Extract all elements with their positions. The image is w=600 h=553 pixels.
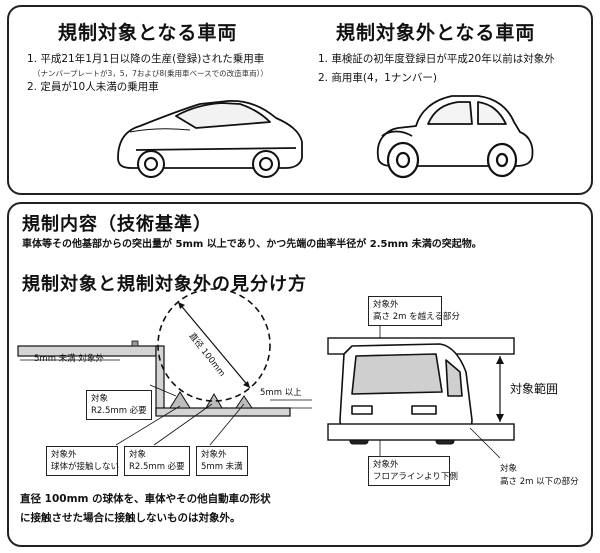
regulated-item-2-num: 2. [27, 81, 38, 93]
exempt-item-1-num: 1. [318, 53, 329, 65]
regulated-item-2: 2. 定員が10人未満の乗用車 [27, 80, 159, 94]
regulated-item-1-text: 平成21年1月1日以降の生産(登録)された乗用車 [40, 53, 265, 65]
exempt-vehicles-title: 規制対象外となる車両 [336, 22, 536, 44]
tag-r25-insufficient-line2: R2.5mm 必要 [129, 462, 185, 472]
tag-sphere-no-contact: 対象外 球体が接触しない [46, 446, 120, 476]
regulation-title: 規制内容（技術基準） [22, 214, 212, 235]
tag-under-5mm-line1: 対象外 [201, 450, 227, 460]
tag-r25-insufficient: 対象 R2.5mm 必要 [124, 446, 190, 476]
footnote-line1: 直径 100mm の球体を、車体やその他自動車の形状 [20, 493, 271, 505]
tag-above-2m: 対象外 高さ 2m を越える部分 [368, 296, 460, 326]
tag-under-5mm: 対象外 5mm 未満 [196, 446, 248, 476]
tag-above-2m-line2: 高さ 2m を越える部分 [373, 312, 460, 322]
regulated-vehicles-title: 規制対象となる車両 [58, 22, 238, 44]
regulated-item-1: 1. 平成21年1月1日以降の生産(登録)された乗用車 [27, 52, 264, 66]
exempt-item-1-text: 車検証の初年度登録日が平成20年以前は対象外 [331, 53, 555, 65]
under-2m-note-line2: 高さ 2m 以下の部分 [500, 477, 579, 487]
tag-below-floorline: 対象外 フロアラインより下側 [368, 456, 458, 486]
tag-below-floorline-line1: 対象外 [373, 460, 399, 470]
tag-r25-required-line1: 対象 [91, 394, 109, 404]
regulated-item-2-text: 定員が10人未満の乗用車 [40, 81, 159, 93]
under-5mm-label: 5mm 未満 対象外 [34, 354, 104, 364]
regulated-item-1-note: （ナンバープレートが3，5，7および8(乗用車ベースでの改造車両）） [33, 69, 268, 78]
tag-r25-insufficient-line1: 対象 [129, 450, 147, 460]
exempt-item-1: 1. 車検証の初年度登録日が平成20年以前は対象外 [318, 52, 555, 66]
regulation-details-panel [7, 202, 593, 547]
under-2m-note-line1: 対象 [500, 464, 518, 474]
over-5mm-label: 5mm 以上 [260, 388, 302, 398]
footnote-line2: に接触させた場合に接触しないものは対象外。 [20, 512, 241, 524]
regulated-item-1-num: 1. [27, 53, 38, 65]
tag-below-floorline-line2: フロアラインより下側 [373, 472, 458, 482]
distinction-title: 規制対象と規制対象外の見分け方 [22, 274, 307, 295]
exempt-item-2-text: 商用車(4，1ナンバー) [331, 72, 437, 84]
tag-sphere-no-contact-line1: 対象外 [51, 450, 77, 460]
exempt-item-2-num: 2. [318, 72, 329, 84]
target-range-label: 対象範囲 [510, 382, 559, 396]
tag-above-2m-line1: 対象外 [373, 300, 399, 310]
regulation-description: 車体等その他基部からの突出量が 5mm 以上であり、かつ先端の曲率半径が 2.5… [22, 239, 482, 250]
tag-sphere-no-contact-line2: 球体が接触しない [51, 462, 120, 472]
tag-under-5mm-line2: 5mm 未満 [201, 462, 243, 472]
tag-r25-required: 対象 R2.5mm 必要 [86, 390, 152, 420]
exempt-item-2: 2. 商用車(4，1ナンバー) [318, 71, 437, 85]
tag-r25-required-line2: R2.5mm 必要 [91, 406, 147, 416]
